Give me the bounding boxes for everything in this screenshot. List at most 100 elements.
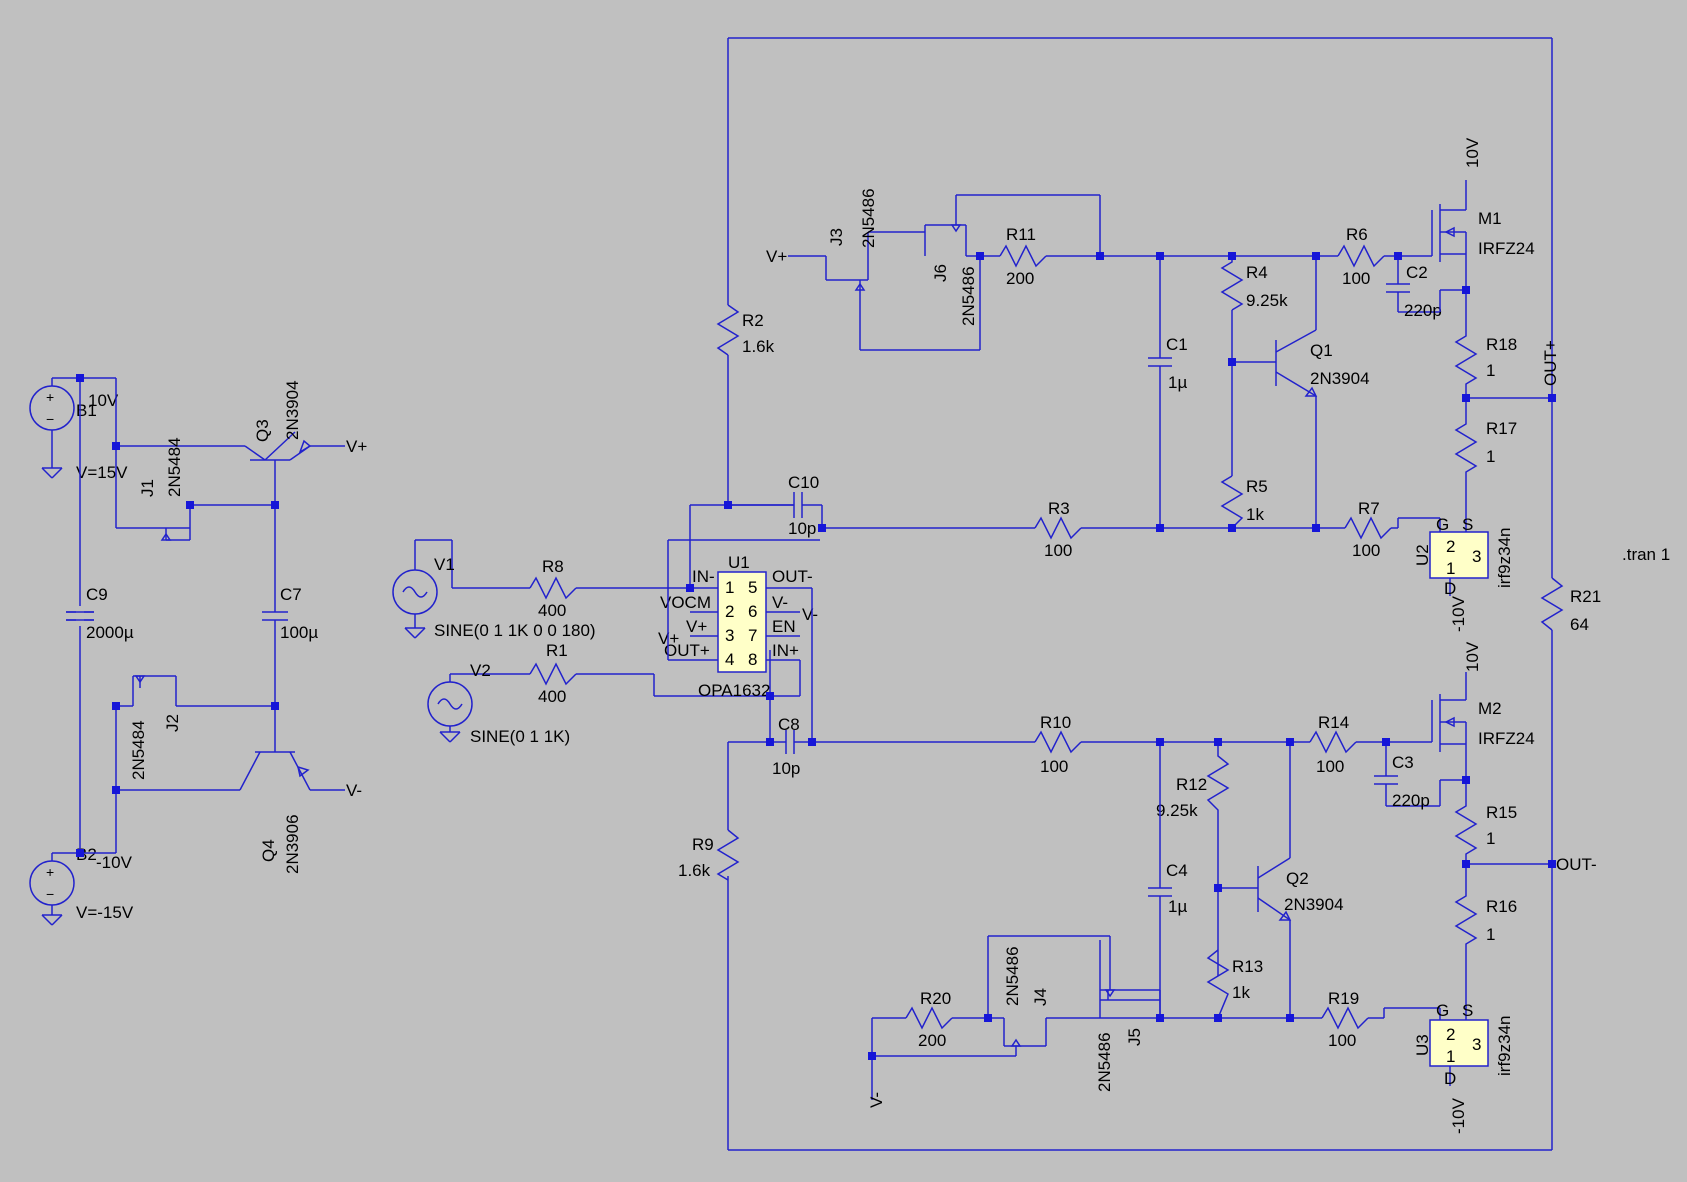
u2-pin-3: 3 (1472, 547, 1481, 566)
jfet-j2[interactable] (115, 675, 275, 790)
q3-label: Q3 (253, 419, 272, 442)
c7-label: C7 (280, 585, 302, 604)
c9-label: C9 (86, 585, 108, 604)
capacitor-c4[interactable] (1148, 742, 1172, 1018)
junction-dot (271, 702, 279, 710)
junctions (686, 252, 1556, 1060)
q3-model: 2N3904 (283, 380, 302, 440)
resistor-r18[interactable] (1454, 290, 1478, 398)
vminus-input-net: V- (867, 1092, 886, 1108)
resistor-r16[interactable] (1454, 864, 1478, 1018)
opamp-u1[interactable] (690, 571, 812, 697)
junction-dot (271, 501, 279, 509)
junction-dot (1228, 524, 1236, 532)
q2-label: Q2 (1286, 869, 1309, 888)
resistor-r17[interactable] (1454, 398, 1478, 528)
junction-dot (1286, 738, 1294, 746)
out-minus-net: OUT- (1556, 855, 1597, 874)
resistor-r15[interactable] (1454, 780, 1478, 864)
u1-pin-inplus: IN+ (772, 641, 799, 660)
u3-pin-g: G (1436, 1001, 1449, 1020)
jfet-j6[interactable] (924, 194, 1100, 350)
transistor-q3[interactable] (116, 431, 345, 505)
capacitor-c10[interactable] (728, 492, 823, 528)
j1-model: 2N5484 (165, 437, 184, 497)
transistor-q1[interactable] (1232, 256, 1318, 528)
transistor-q2[interactable] (1218, 742, 1292, 1018)
junction-dot (1312, 524, 1320, 532)
u1-pin-vminus: V- (772, 593, 788, 612)
mosfet-m2[interactable] (1431, 672, 1467, 806)
r19-label: R19 (1328, 989, 1359, 1008)
r14-value: 100 (1316, 757, 1344, 776)
mosfet-m1[interactable] (1398, 180, 1467, 312)
transistor-q4[interactable] (116, 706, 345, 791)
u1-pin-vplus: V+ (686, 617, 707, 636)
source-v1[interactable] (392, 539, 453, 639)
v2-value: SINE(0 1 1K) (470, 727, 570, 746)
capacitor-c2[interactable] (1386, 256, 1440, 313)
ic-u3[interactable] (1429, 1008, 1489, 1086)
r21-label: R21 (1570, 587, 1601, 606)
resistor-r1[interactable] (529, 650, 771, 697)
resistor-r2[interactable] (716, 304, 740, 505)
u2-model: irf9z34n (1495, 528, 1514, 588)
junction-dot (1462, 860, 1470, 868)
junction-dot (1394, 252, 1402, 260)
j3-model: 2N5486 (859, 188, 878, 248)
resistor-r10[interactable] (1034, 730, 1082, 754)
resistor-r9[interactable] (716, 829, 740, 881)
junction-dot (76, 849, 84, 857)
resistor-r6[interactable] (1337, 244, 1385, 268)
resistor-r21[interactable] (1540, 577, 1564, 631)
r9-label: R9 (692, 835, 714, 854)
out-plus-net: OUT+ (1541, 340, 1560, 386)
resistor-r3[interactable] (1034, 516, 1082, 540)
r4-value: 9.25k (1246, 291, 1288, 310)
jfet-j3[interactable] (788, 231, 980, 351)
b1-value: V=15V (76, 463, 128, 482)
u1-pin-en: EN (772, 617, 796, 636)
resistor-r7[interactable] (1344, 516, 1392, 540)
svg-text:+: + (46, 864, 54, 880)
capacitor-c1[interactable] (1148, 256, 1172, 528)
resistor-r12[interactable] (1206, 742, 1230, 976)
resistor-r20[interactable] (871, 1006, 988, 1100)
capacitor-c8[interactable] (728, 696, 1035, 754)
r8-label: R8 (542, 557, 564, 576)
u1-pin-8: 8 (748, 650, 757, 669)
junction-dot (1462, 776, 1470, 784)
jfet-j5[interactable] (1099, 936, 1161, 1018)
j5-model: 2N5486 (1095, 1032, 1114, 1092)
r1-value: 400 (538, 687, 566, 706)
c4-value: 1µ (1168, 897, 1187, 916)
resistor-r8[interactable] (452, 576, 692, 600)
m1-label: M1 (1478, 209, 1502, 228)
u3-label: U3 (1413, 1034, 1432, 1056)
m2-label: M2 (1478, 699, 1502, 718)
junction-dot (724, 501, 732, 509)
ic-u2[interactable] (1429, 518, 1489, 596)
junction-dot (1214, 738, 1222, 746)
jfet-j1[interactable] (115, 446, 275, 541)
resistor-r11[interactable] (980, 195, 1101, 268)
b1-label: B1 (76, 401, 97, 420)
jfet-j4[interactable] (872, 1017, 1100, 1057)
resistor-r19[interactable] (1321, 1006, 1369, 1030)
source-b2[interactable]: + − (29, 852, 80, 926)
resistor-r13[interactable] (1206, 949, 1230, 1019)
resistor-r14[interactable] (1309, 730, 1357, 754)
input-section: V1 SINE(0 1 1K 0 0 180) R8 400 V2 SINE(0… (392, 539, 771, 746)
source-v2[interactable] (427, 673, 530, 743)
r21-value: 64 (1570, 615, 1589, 634)
junction-dot (1548, 394, 1556, 402)
resistor-r4[interactable] (1220, 256, 1244, 476)
source-b1[interactable]: + − (29, 377, 80, 479)
capacitor-c3[interactable] (1374, 742, 1440, 807)
u2-pin-s: S (1462, 515, 1473, 534)
u1-label: U1 (728, 553, 750, 572)
junction-dot (1382, 738, 1390, 746)
resistor-r5[interactable] (1220, 475, 1244, 529)
junction-dot (766, 738, 774, 746)
c1-label: C1 (1166, 335, 1188, 354)
